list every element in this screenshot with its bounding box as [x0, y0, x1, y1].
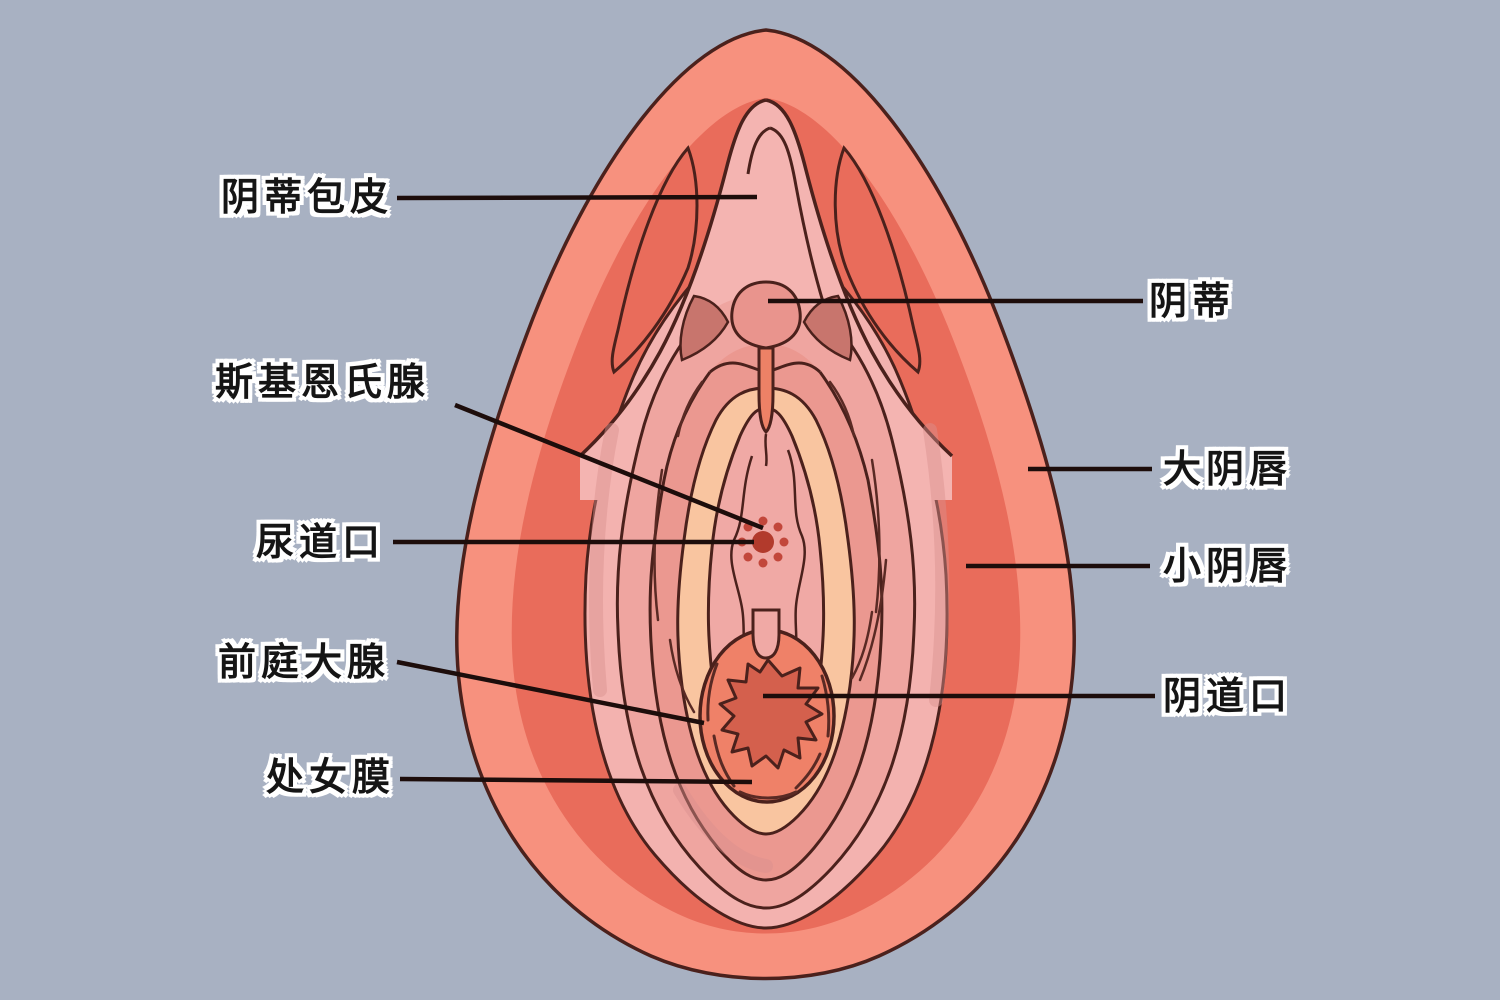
- fold-wrinkle-lines: [653, 380, 888, 714]
- glans-shadow-left: [679, 294, 730, 362]
- leader-lines: [393, 194, 1155, 785]
- label-labia-majora: 大阴唇: [1163, 447, 1293, 491]
- urethra-shaft: [757, 346, 775, 435]
- label-clitoris: 阴蒂: [1149, 279, 1236, 323]
- label-labia-minora: 小阴唇: [1163, 544, 1293, 588]
- label-skene-glands: 斯基恩氏腺: [214, 360, 430, 404]
- label-vaginal-opening: 阴道口: [1163, 674, 1293, 718]
- hood-right-edge: [765, 98, 954, 458]
- clitoris-glans: [730, 280, 802, 350]
- labia-minora-band-outline: [615, 319, 917, 910]
- urethral-opening-dot: [752, 531, 774, 553]
- leader-clitoral-hood: [396, 194, 758, 201]
- hood-left-recess: [610, 145, 699, 375]
- leader-hymen: [399, 776, 753, 785]
- label-clitoral-hood: 阴蒂包皮: [220, 175, 393, 219]
- vestibule-tongue: [751, 608, 781, 660]
- hood-left-edge: [578, 98, 767, 458]
- urethra-cleft-line: [764, 433, 768, 467]
- hood-right-recess: [833, 145, 922, 375]
- hood-inner-fold-left: [746, 126, 771, 175]
- hymen-star: [718, 658, 824, 770]
- label-urethral-opening: 尿道口: [255, 520, 385, 564]
- label-bartholin-gland: 前庭大腺: [217, 640, 390, 684]
- vaginal-ring-arcs: [706, 662, 831, 800]
- leader-skene-glands: [454, 402, 764, 531]
- label-hymen: 处女膜: [265, 755, 395, 799]
- glans-shadow-right: [802, 294, 853, 362]
- leader-bartholin-gland: [396, 659, 705, 726]
- soft-shading: [589, 423, 950, 873]
- vestibule-wavy-line-right: [786, 449, 806, 663]
